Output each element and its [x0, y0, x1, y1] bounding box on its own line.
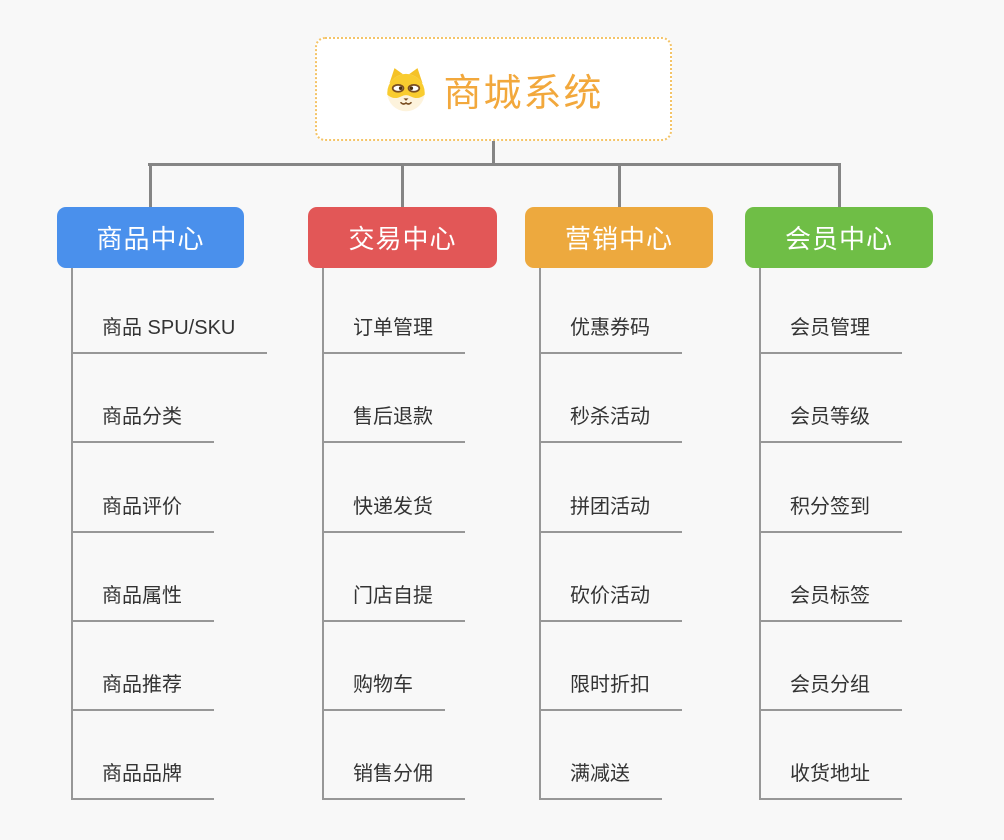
leaf-node[interactable]: 秒杀活动: [539, 403, 682, 443]
leaf-node[interactable]: 限时折扣: [539, 671, 682, 711]
root-title: 商城系统: [443, 72, 604, 115]
leaf-node[interactable]: 满减送: [539, 760, 662, 800]
leaf-node[interactable]: 积分签到: [759, 493, 902, 533]
dog-face-icon: [387, 68, 426, 112]
leaf-node[interactable]: 售后退款: [322, 403, 465, 443]
branch-trunk-connector: [71, 268, 73, 800]
leaf-node[interactable]: 砍价活动: [539, 582, 682, 622]
branch-box-4[interactable]: 会员中心: [745, 207, 933, 268]
branch-label: 交易中心: [348, 224, 457, 254]
leaf-node[interactable]: 商品 SPU/SKU: [71, 314, 268, 354]
horizontal-rail-connector: [148, 163, 840, 166]
branch-label: 商品中心: [96, 224, 205, 254]
leaf-node[interactable]: 收货地址: [759, 760, 902, 800]
root-node[interactable]: 商城系统: [315, 37, 672, 141]
leaf-node[interactable]: 购物车: [322, 671, 445, 711]
root-stub-connector: [492, 141, 495, 165]
branch-label: 营销中心: [564, 224, 673, 254]
branch-trunk-connector: [322, 268, 324, 800]
branch-box-3[interactable]: 营销中心: [525, 207, 713, 268]
leaf-node[interactable]: 门店自提: [322, 582, 465, 622]
leaf-node[interactable]: 优惠券码: [539, 314, 682, 354]
leaf-node[interactable]: 销售分佣: [322, 760, 465, 800]
leaf-node[interactable]: 会员标签: [759, 582, 902, 622]
leaf-node[interactable]: 商品属性: [71, 582, 214, 622]
leaf-node[interactable]: 会员等级: [759, 403, 902, 443]
leaf-node[interactable]: 商品分类: [71, 403, 214, 443]
branch-drop-connector: [618, 163, 621, 209]
branch-drop-connector: [401, 163, 404, 209]
branch-label: 会员中心: [784, 224, 893, 254]
branch-box-2[interactable]: 交易中心: [308, 207, 497, 268]
leaf-node[interactable]: 订单管理: [322, 314, 465, 354]
branch-trunk-connector: [759, 268, 761, 800]
branch-drop-connector: [838, 163, 841, 209]
leaf-node[interactable]: 拼团活动: [539, 493, 682, 533]
leaf-node[interactable]: 会员分组: [759, 671, 902, 711]
branch-drop-connector: [149, 163, 152, 209]
leaf-node[interactable]: 快递发货: [322, 493, 465, 533]
branch-box-1[interactable]: 商品中心: [57, 207, 244, 268]
branch-trunk-connector: [539, 268, 541, 800]
leaf-node[interactable]: 商品评价: [71, 493, 214, 533]
leaf-node[interactable]: 会员管理: [759, 314, 902, 354]
leaf-node[interactable]: 商品推荐: [71, 671, 214, 711]
leaf-node[interactable]: 商品品牌: [71, 760, 214, 800]
